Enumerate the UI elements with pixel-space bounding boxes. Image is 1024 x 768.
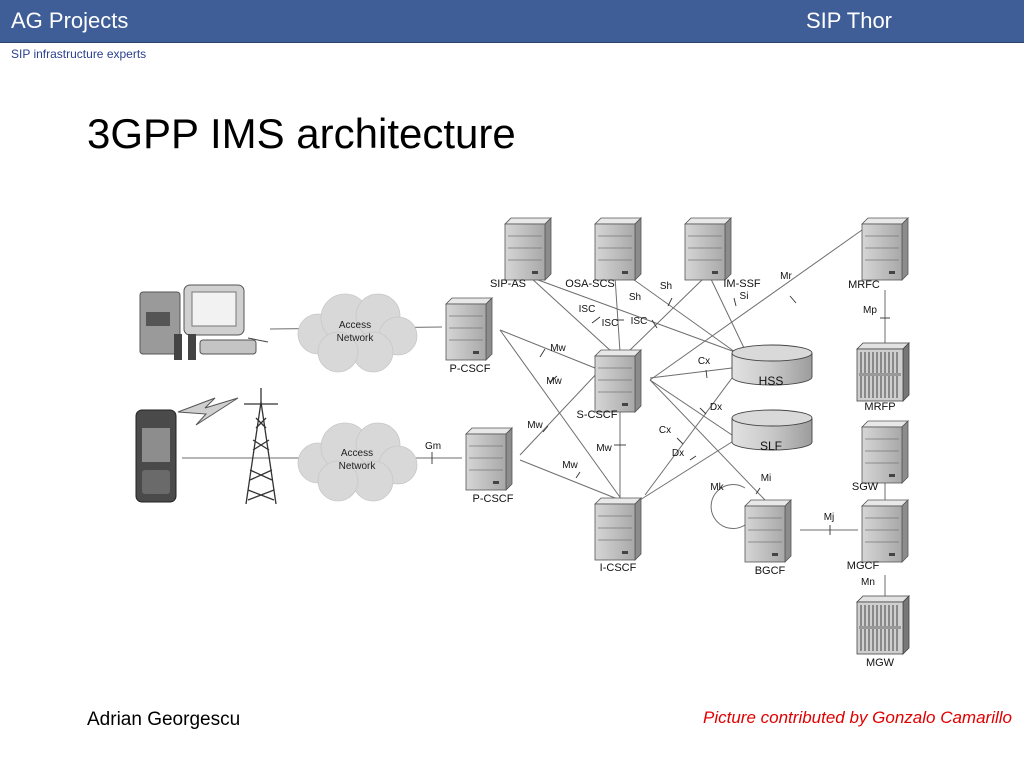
access-network-2-line-1: Access (341, 448, 373, 459)
iface-sh-1: Sh (629, 292, 641, 303)
link-pcscf1-icscf (499, 329, 623, 501)
iface-si: Si (740, 291, 749, 302)
iface-dx-2: Dx (672, 448, 684, 459)
node-p-cscf-1: P-CSCF (450, 363, 491, 375)
brand-name: AG Projects (11, 8, 129, 33)
iface-mw-2: Mw (546, 376, 562, 387)
node-p-cscf-2: P-CSCF (473, 493, 514, 505)
link-scscf-mrfc (649, 229, 863, 381)
node-hss: HSS (759, 374, 784, 388)
node-slf: SLF (760, 439, 782, 453)
iface-dx-1: Dx (710, 402, 722, 413)
node-sip-as: SIP-AS (490, 278, 526, 290)
iface-mn: Mn (861, 577, 875, 588)
link-sipas-scscf (529, 276, 613, 353)
iface-mk: Mk (710, 482, 724, 493)
node-mrfp: MRFP (864, 401, 895, 413)
iface-mw-1: Mw (550, 343, 566, 354)
author-name: Adrian Georgescu (87, 709, 241, 730)
iface-cx-1: Cx (698, 356, 710, 367)
access-network-2-line-2: Network (339, 461, 377, 472)
link-scscf-bgcf (649, 379, 766, 501)
node-osa-scs: OSA-SCS (565, 278, 615, 290)
link-imssf-hss (709, 276, 746, 351)
link-icscf-slf (639, 439, 736, 501)
link-scscf-slf (649, 379, 733, 436)
node-i-cscf: I-CSCF (600, 562, 637, 574)
iface-mw-4: Mw (596, 443, 612, 454)
node-mgcf: MGCF (847, 560, 880, 572)
iface-gm: Gm (425, 441, 441, 452)
link-scscf-hss (649, 367, 733, 379)
lightning-icon (177, 397, 239, 426)
iface-mj: Mj (824, 512, 835, 523)
node-sgw: SGW (852, 481, 879, 493)
link-icscf-hss (644, 377, 733, 496)
access-network-2: Access Network (297, 422, 418, 502)
product-name: SIP Thor (806, 8, 893, 33)
link-pcscf2-scscf (519, 369, 601, 456)
slide-title: 3GPP IMS architecture (87, 110, 516, 157)
access-network-1-line-2: Network (337, 333, 375, 344)
iface-mw-3: Mw (527, 420, 543, 431)
iface-sh-2: Sh (660, 281, 672, 292)
node-s-cscf: S-CSCF (577, 409, 618, 421)
node-mrfc: MRFC (848, 279, 880, 291)
iface-mp: Mp (863, 305, 877, 316)
link-osascs-hss (629, 276, 736, 353)
header-bar: AG Projects SIP Thor (0, 0, 1024, 43)
iface-isc-3: ISC (631, 316, 648, 327)
link-imssf-scscf (627, 276, 706, 353)
node-mgw: MGW (866, 657, 895, 669)
node-bgcf: BGCF (755, 565, 786, 577)
access-network-1: Access Network (297, 293, 418, 373)
link-bgcf-loop (710, 484, 746, 529)
link-pcscf1-scscf (499, 329, 601, 371)
desktop-computer-icon (139, 284, 269, 360)
mobile-phone-icon (135, 409, 177, 503)
iface-mw-5: Mw (562, 460, 578, 471)
iface-cx-2: Cx (659, 425, 671, 436)
link-pcscf2-icscf (519, 459, 621, 501)
access-network-1-line-1: Access (339, 320, 371, 331)
radio-tower-icon (244, 388, 278, 505)
iface-isc-2: ISC (602, 318, 619, 329)
iface-mi: Mi (761, 473, 772, 484)
link-osascs-scscf (614, 276, 621, 353)
picture-credit: Picture contributed by Gonzalo Camarillo (703, 708, 1012, 727)
iface-isc-1: ISC (579, 304, 596, 315)
node-im-ssf: IM-SSF (723, 278, 761, 290)
iface-mr: Mr (780, 271, 792, 282)
link-sipas-hss (529, 276, 736, 353)
tagline: SIP infrastructure experts (11, 47, 147, 61)
